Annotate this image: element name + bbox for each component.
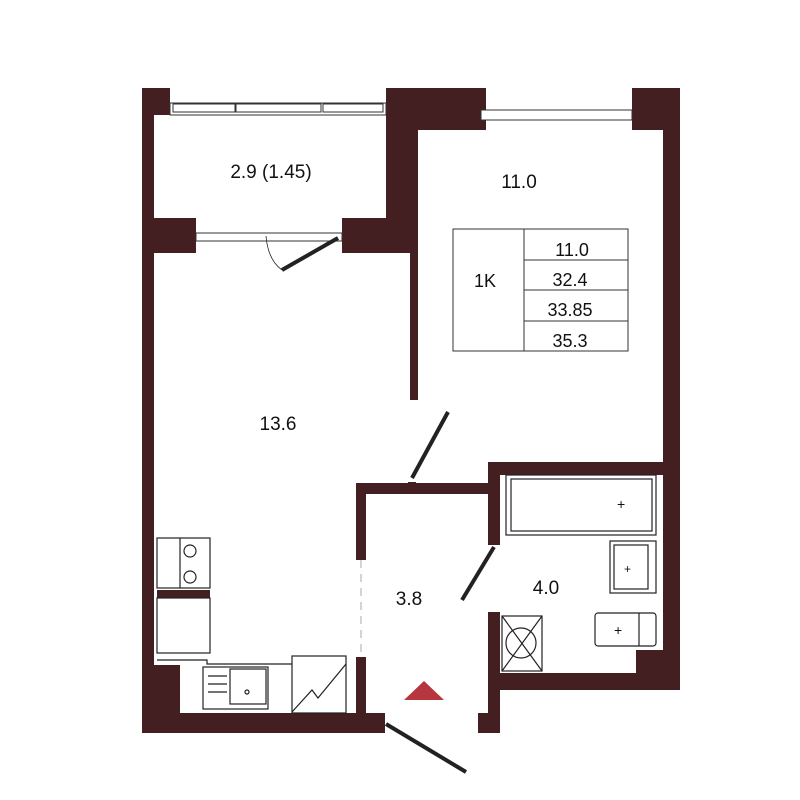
bathtub-icon [505, 474, 657, 536]
doors [265, 235, 496, 774]
bathroom-area-label: 4.0 [533, 578, 559, 599]
sink-icon [202, 666, 269, 710]
balcony-area-label: 2.9 (1.45) [230, 162, 311, 183]
kitchen-fixtures [156, 537, 347, 714]
washbasin-icon [609, 540, 657, 594]
walls [142, 88, 680, 733]
summary-table: 1K 11.0 32.4 33.85 35.3 [452, 228, 629, 352]
table-row: 11.0 [555, 240, 589, 260]
apartment-type: 1K [474, 271, 496, 291]
svg-text:+: + [614, 622, 622, 638]
table-row: 33.85 [547, 300, 592, 320]
stove-icon [156, 537, 211, 589]
living-kitchen-area-label: 13.6 [260, 414, 297, 435]
bedroom-area-label: 11.0 [501, 172, 537, 193]
table-row: 32.4 [552, 270, 587, 290]
windows [169, 102, 633, 242]
entrance-marker-icon [404, 681, 444, 700]
svg-text:+: + [624, 562, 631, 576]
bathroom-fixtures: + + + [501, 474, 657, 672]
table-row: 35.3 [552, 331, 587, 351]
hall-area-label: 3.8 [396, 589, 422, 610]
toilet-icon [594, 612, 657, 647]
fridge-icon [291, 655, 347, 714]
svg-text:+: + [617, 496, 625, 512]
